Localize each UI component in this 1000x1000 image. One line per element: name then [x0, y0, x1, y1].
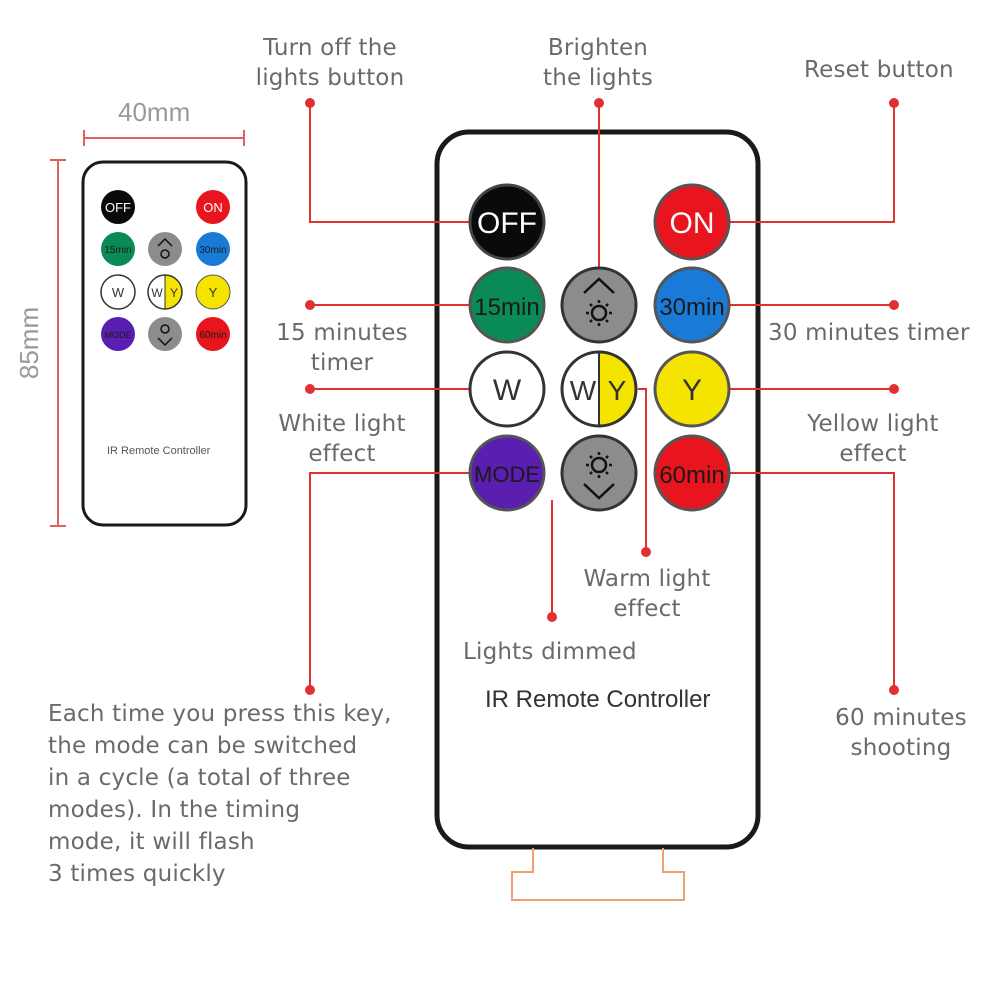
label-yellow: Yellow light effect [807, 411, 939, 467]
svg-text:W: W [151, 286, 163, 300]
svg-text:Y: Y [682, 374, 702, 407]
remote-bottom-tab [511, 848, 685, 901]
label-30min: 30 minutes timer [768, 320, 970, 346]
label-warm: Warm light effect [583, 566, 711, 622]
svg-text:60min: 60min [199, 330, 226, 341]
mode-button[interactable]: MODE [468, 434, 546, 512]
label-60min: 60 minutes shooting [835, 705, 967, 761]
remote-title: IR Remote Controller [485, 686, 711, 713]
leader-lines [309, 103, 895, 690]
svg-text:W: W [570, 375, 597, 406]
svg-text:Y: Y [209, 285, 218, 300]
brighten-button[interactable] [560, 266, 638, 344]
svg-text:Y: Y [608, 375, 627, 406]
label-turn-off: Turn off the lights button [255, 35, 405, 91]
svg-text:OFF: OFF [105, 200, 131, 215]
svg-text:ON: ON [203, 200, 223, 215]
svg-text:30min: 30min [659, 294, 724, 321]
dimension-lines [50, 130, 245, 527]
on-button[interactable]: ON [653, 183, 731, 261]
svg-text:60min: 60min [659, 462, 724, 489]
brightness-up-icon [583, 277, 615, 326]
off-button[interactable]: OFF [468, 183, 546, 261]
svg-text:W: W [493, 374, 522, 407]
label-white: White light effect [278, 411, 406, 467]
30min-button[interactable]: 30min [653, 266, 731, 344]
label-dimmed: Lights dimmed [463, 639, 637, 665]
small-remote: OFF ON 15min 30min W W Y Y MODE 60min [81, 160, 248, 527]
remote-buttons: OFF ON 15min 30min W [468, 183, 731, 512]
15min-button[interactable]: 15min [468, 266, 546, 344]
height-dimension: 85mm [14, 307, 44, 379]
warm-light-button[interactable]: W Y [560, 350, 638, 428]
60min-button[interactable]: 60min [653, 434, 731, 512]
svg-text:15min: 15min [104, 245, 131, 256]
leader-dots [305, 98, 899, 695]
label-mode-description: Each time you press this key, the mode c… [48, 701, 392, 887]
svg-text:30min: 30min [199, 245, 226, 256]
label-reset: Reset button [804, 57, 954, 83]
svg-text:Y: Y [170, 286, 178, 300]
label-brighten: Brighten the lights [542, 35, 653, 91]
svg-text:MODE: MODE [474, 462, 540, 487]
width-dimension: 40mm [118, 97, 191, 127]
svg-text:OFF: OFF [477, 207, 537, 240]
brightness-down-icon [583, 452, 615, 500]
svg-text:ON: ON [670, 207, 715, 240]
small-remote-title: IR Remote Controller [107, 445, 211, 457]
svg-text:15min: 15min [474, 294, 539, 321]
yellow-light-button[interactable]: Y [653, 350, 731, 428]
dim-button[interactable] [560, 434, 638, 512]
label-15min: 15 minutes timer [276, 320, 408, 376]
white-light-button[interactable]: W [468, 350, 546, 428]
svg-text:MODE: MODE [105, 330, 132, 340]
svg-text:W: W [112, 285, 125, 300]
